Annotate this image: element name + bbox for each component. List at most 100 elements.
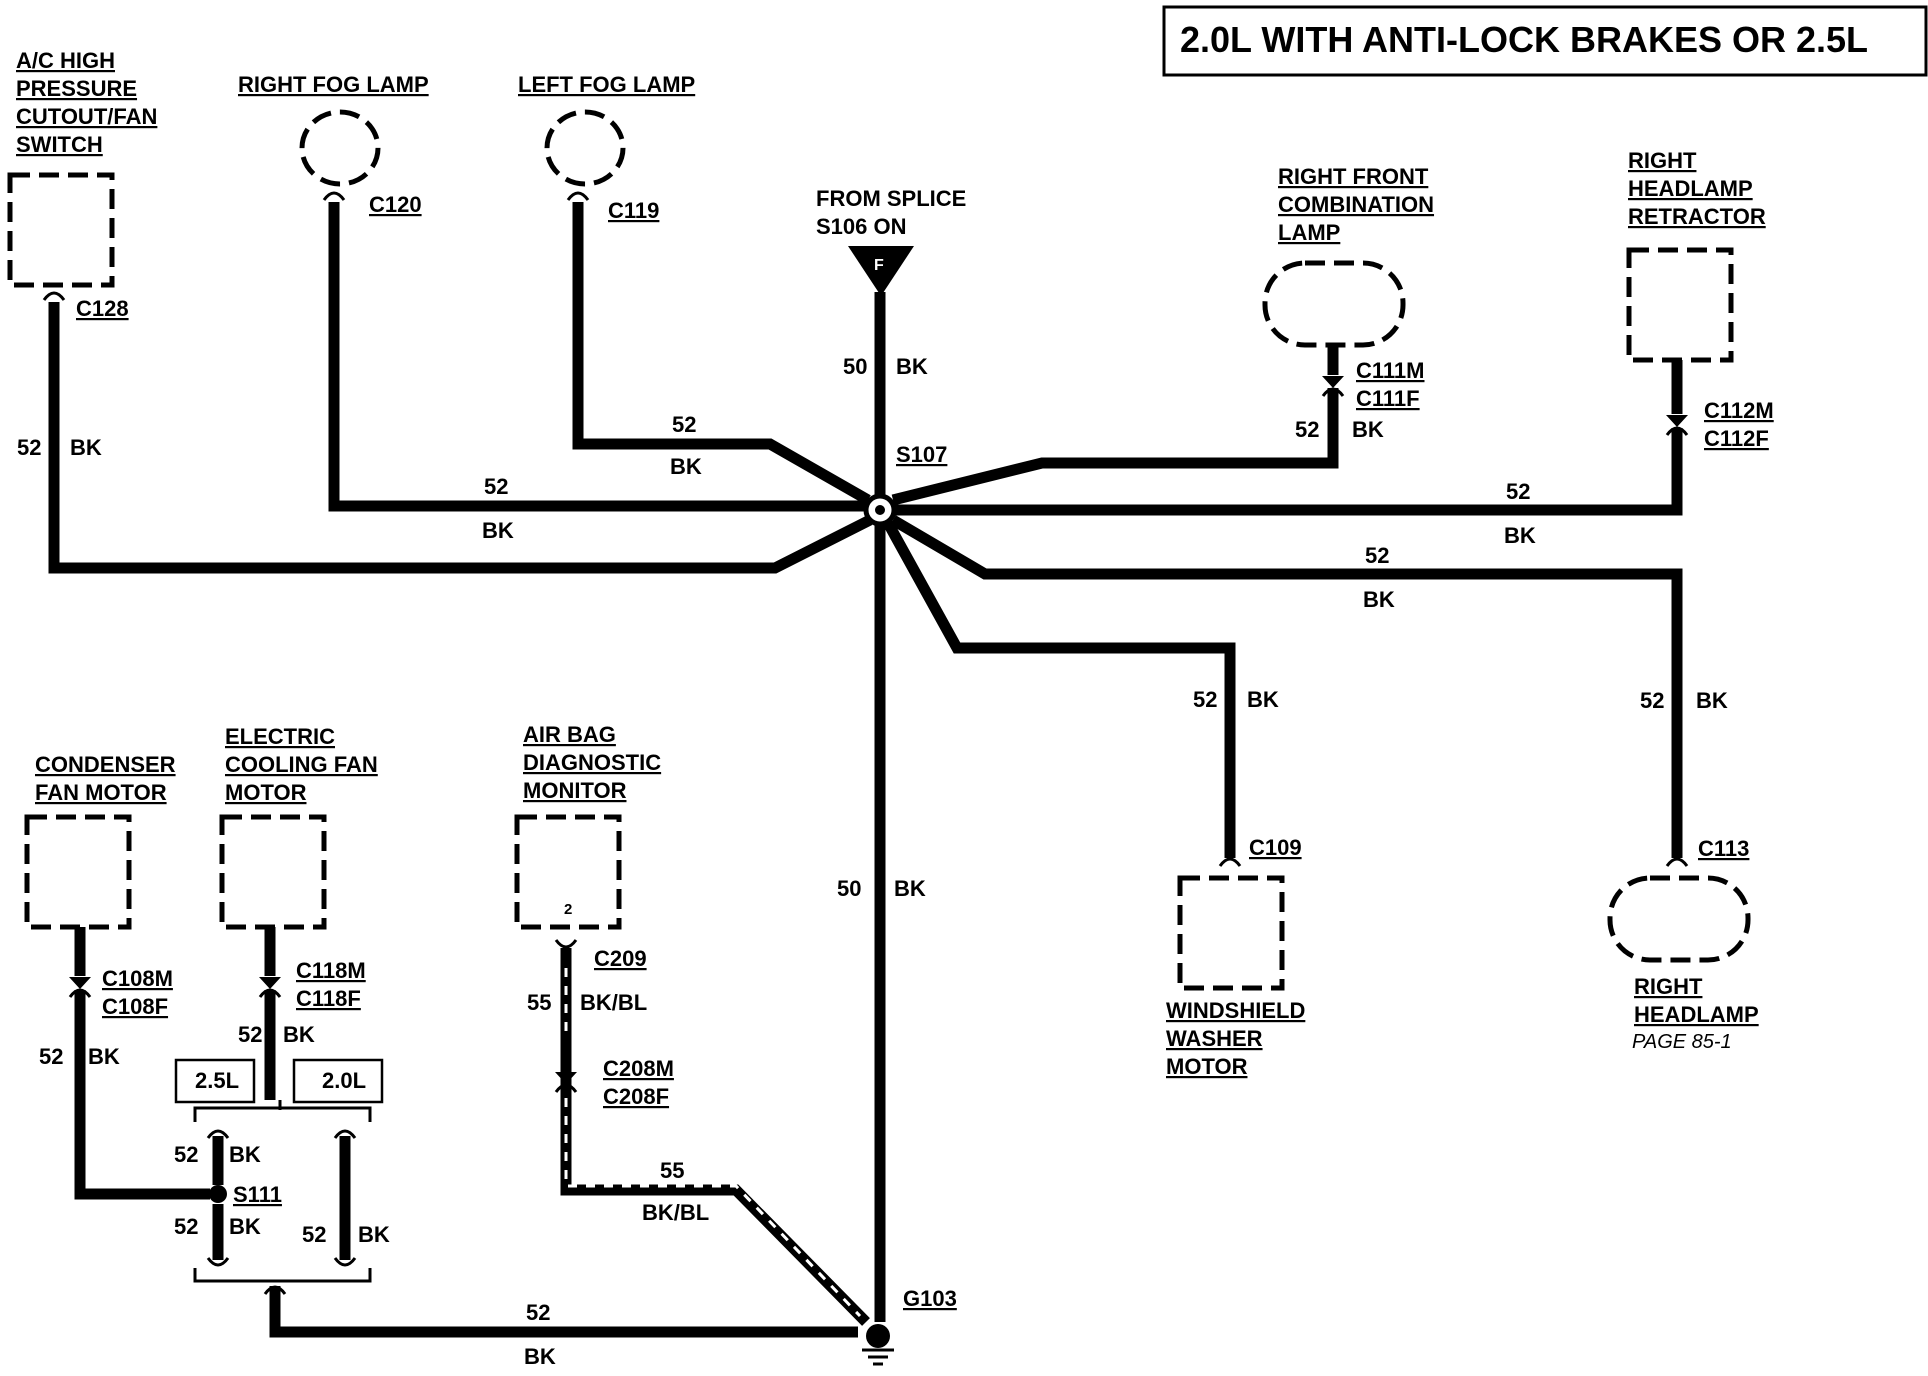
connector-c119: C119 xyxy=(608,198,659,223)
wire-label-gauge: 52 xyxy=(1295,417,1319,442)
wire-label-gauge: 52 xyxy=(174,1142,198,1167)
right-headlamp-retractor-label-1: RIGHT xyxy=(1628,148,1697,173)
wire-air-bag xyxy=(560,948,870,1326)
connector-c209: C209 xyxy=(594,946,647,971)
splice-s111-label: S111 xyxy=(233,1182,282,1207)
wire-label-color: BK xyxy=(1247,687,1279,712)
wire-label-gauge: 52 xyxy=(39,1044,63,1069)
connector-c118m: C118M xyxy=(296,958,366,983)
wire-label-gauge: 55 xyxy=(527,990,551,1015)
connector-c208f: C208F xyxy=(603,1084,669,1109)
wire-label-gauge: 52 xyxy=(174,1214,198,1239)
condenser-fan-motor-label-1: CONDENSER xyxy=(35,752,176,777)
air-bag-pin-label: 2 xyxy=(564,901,572,918)
wire-label-gauge: 52 xyxy=(1640,688,1664,713)
condenser-fan-motor-outline xyxy=(24,814,132,930)
title-block: 2.0L WITH ANTI-LOCK BRAKES OR 2.5L xyxy=(1162,5,1928,77)
wire-label-color: BK xyxy=(229,1214,261,1239)
wire-label-gauge: 52 xyxy=(1506,479,1530,504)
wire-label-color: BK xyxy=(88,1044,120,1069)
right-headlamp-label-2: HEADLAMP xyxy=(1634,1002,1759,1027)
wire-label-color: BK xyxy=(1696,688,1728,713)
air-bag-diagnostic-monitor-label-3: MONITOR xyxy=(523,778,627,803)
splice-source: F xyxy=(848,246,914,296)
wire-label-gauge: 55 xyxy=(660,1158,684,1183)
wire-label-color: BK xyxy=(1363,587,1395,612)
wire-label-gauge: 52 xyxy=(302,1222,326,1247)
right-front-combination-lamp-label-1: RIGHT FRONT xyxy=(1278,164,1429,189)
electric-cooling-fan-motor-label-2: COOLING FAN xyxy=(225,752,378,777)
wire-label-color: BK/BL xyxy=(580,990,647,1015)
variant-brackets xyxy=(193,1100,372,1295)
connector-c118f: C118F xyxy=(296,986,361,1011)
windshield-washer-motor-label-3: MOTOR xyxy=(1166,1054,1248,1079)
wire-label-color: BK xyxy=(283,1022,315,1047)
splice-s111 xyxy=(209,1185,227,1203)
windshield-washer-motor-label-2: WASHER xyxy=(1166,1026,1263,1051)
windshield-washer-motor-outline xyxy=(1177,875,1285,991)
right-front-combination-lamp-outline xyxy=(1262,260,1406,348)
ground-g103-label: G103 xyxy=(903,1286,957,1311)
connector-c128: C128 xyxy=(76,296,129,321)
connector-c111f: C111F xyxy=(1356,386,1420,411)
wire-right-headlamp-retractor xyxy=(894,428,1683,516)
wire-label-color: BK xyxy=(1352,417,1384,442)
wire-condenser-fan xyxy=(74,990,210,1200)
splice-source-letter: F xyxy=(874,257,884,274)
wire-ac-switch xyxy=(48,302,873,574)
connector-c112m: C112M xyxy=(1704,398,1774,423)
wire-label-gauge: 52 xyxy=(238,1022,262,1047)
air-bag-diagnostic-monitor-outline xyxy=(514,814,622,930)
wire-label-gauge: 52 xyxy=(672,412,696,437)
splice-labels: S107 S111 G103 xyxy=(233,442,957,1311)
wire-label-gauge: 50 xyxy=(837,876,861,901)
air-bag-diagnostic-monitor-label-1: AIR BAG xyxy=(523,722,616,747)
ac-switch-label-2: PRESSURE xyxy=(16,76,137,101)
splice-s107 xyxy=(863,493,897,527)
splice-source-label-2: S106 ON xyxy=(816,214,907,239)
wire-ground-return xyxy=(269,1286,858,1338)
right-front-combination-lamp-label-2: COMBINATION xyxy=(1278,192,1434,217)
left-fog-lamp-outline xyxy=(544,109,626,187)
wire-label-color: BK xyxy=(229,1142,261,1167)
splice-s107-label: S107 xyxy=(896,442,947,467)
right-headlamp-label-1: RIGHT xyxy=(1634,974,1703,999)
wire-label-color: BK xyxy=(1504,523,1536,548)
ac-switch-label-4: SWITCH xyxy=(16,132,103,157)
wires xyxy=(48,202,1683,1338)
wire-label-gauge: 50 xyxy=(843,354,867,379)
connector-c208m: C208M xyxy=(603,1056,674,1081)
windshield-washer-motor-label-1: WINDSHIELD xyxy=(1166,998,1305,1023)
wire-label-gauge: 52 xyxy=(526,1300,550,1325)
wire-label-color: BK xyxy=(894,876,926,901)
wire-right-front-combination-lamp xyxy=(891,388,1339,506)
ground-g103 xyxy=(862,1324,894,1366)
svg-text:2.0L: 2.0L xyxy=(322,1068,366,1093)
wire-label-gauge: 52 xyxy=(484,474,508,499)
wire-labels: 50 BK 50 BK 52 BK 52 BK 52 BK 52 BK 52 B… xyxy=(17,354,1728,1369)
wire-label-color: BK xyxy=(524,1344,556,1369)
right-headlamp-retractor-label-3: RETRACTOR xyxy=(1628,204,1766,229)
component-labels: A/C HIGH PRESSURE CUTOUT/FAN SWITCH RIGH… xyxy=(16,48,1766,1079)
right-fog-lamp-outline xyxy=(299,109,381,187)
wire-label-gauge: 52 xyxy=(1193,687,1217,712)
wire-label-color: BK xyxy=(70,435,102,460)
connector-c108f: C108F xyxy=(102,994,168,1019)
connector-c120: C120 xyxy=(369,192,422,217)
wire-label-color: BK xyxy=(896,354,928,379)
wire-windshield-washer xyxy=(883,520,1236,858)
electric-cooling-fan-motor-outline xyxy=(219,814,327,930)
splice-source-label-1: FROM SPLICE xyxy=(816,186,966,211)
ac-switch-label-3: CUTOUT/FAN xyxy=(16,104,157,129)
variant-box-2.0l: 2.0L xyxy=(292,1058,384,1104)
wire-label-gauge: 52 xyxy=(17,435,41,460)
connector-symbols xyxy=(42,191,1689,1093)
right-headlamp-outline xyxy=(1607,875,1751,963)
wire-right-fog-lamp xyxy=(328,202,866,512)
air-bag-diagnostic-monitor-label-2: DIAGNOSTIC xyxy=(523,750,661,775)
wire-right-headlamp xyxy=(890,515,1683,858)
right-headlamp-page-ref: PAGE 85-1 xyxy=(1632,1031,1732,1053)
wire-left-fog-lamp xyxy=(572,202,871,505)
diagram-title: 2.0L WITH ANTI-LOCK BRAKES OR 2.5L xyxy=(1180,19,1868,60)
